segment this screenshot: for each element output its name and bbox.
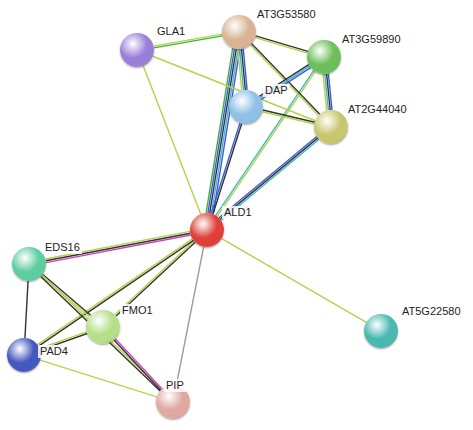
node-label: AT3G59890	[340, 33, 403, 46]
interaction-edge	[216, 71, 315, 217]
node-label: DAP	[263, 84, 290, 97]
edge-strand	[42, 275, 161, 389]
node-label: PAD4	[38, 345, 70, 358]
edge-strand	[263, 110, 315, 122]
protein-node: AT3G59890	[307, 40, 341, 74]
interaction-edge	[114, 339, 162, 390]
node-label: AT3G53580	[255, 8, 318, 21]
interaction-edge	[222, 239, 367, 323]
edge-strand	[323, 74, 327, 110]
interaction-edge	[25, 281, 28, 338]
interaction-edge	[41, 275, 162, 391]
interaction-edge	[238, 49, 247, 91]
edge-strand	[38, 239, 193, 345]
interaction-edge	[211, 123, 241, 214]
protein-node: AT5G22580	[364, 314, 398, 348]
edge-strand	[41, 276, 160, 390]
edge-strand	[213, 123, 242, 214]
interaction-edge	[255, 36, 308, 53]
interaction-edge	[262, 110, 314, 124]
protein-node: GLA1	[120, 33, 154, 67]
interaction-edge	[206, 48, 240, 214]
protein-node: PIP	[156, 385, 190, 419]
interaction-edge	[115, 241, 195, 316]
interaction-edge	[219, 136, 319, 220]
protein-node: FMO1	[86, 310, 120, 344]
protein-node: AT2G44040	[314, 110, 348, 144]
interaction-edge	[176, 247, 203, 386]
protein-node: PAD4	[7, 338, 41, 372]
edge-strand	[25, 281, 28, 338]
edge-strand	[261, 68, 310, 100]
protein-node: ALD1	[190, 213, 224, 247]
node-label: PIP	[164, 379, 186, 392]
edge-strand	[256, 36, 308, 51]
edge-strand	[210, 49, 237, 213]
interaction-edge	[143, 66, 201, 214]
interaction-edge	[41, 274, 90, 316]
edge-strand	[259, 65, 308, 97]
protein-node: DAP	[229, 90, 263, 124]
node-label: AT2G44040	[346, 103, 409, 116]
edge-strand	[40, 360, 157, 397]
edge-strand	[260, 66, 309, 98]
edge-strand	[176, 247, 203, 386]
node-label: ALD1	[222, 206, 254, 219]
edge-strand	[238, 49, 242, 90]
node-label: AT5G22580	[400, 305, 463, 318]
edge-strand	[115, 339, 162, 389]
edge-strand	[255, 38, 307, 53]
interaction-edge	[259, 65, 310, 100]
interaction-edge	[323, 74, 332, 111]
edge-strand	[143, 66, 201, 214]
edge-strand	[220, 138, 318, 219]
edge-strand	[116, 242, 195, 316]
protein-node: EDS16	[12, 247, 46, 281]
node-label: EDS16	[43, 241, 82, 254]
edge-strand	[221, 139, 319, 220]
edge-strand	[222, 239, 367, 323]
edge-strand	[262, 112, 314, 124]
protein-node: AT3G53580	[222, 15, 256, 49]
edge-strand	[114, 340, 161, 390]
node-label: GLA1	[155, 25, 187, 38]
edge-strand	[211, 123, 240, 214]
edge-strand	[43, 274, 91, 315]
node-label: FMO1	[120, 304, 155, 317]
interaction-edge	[40, 360, 157, 397]
